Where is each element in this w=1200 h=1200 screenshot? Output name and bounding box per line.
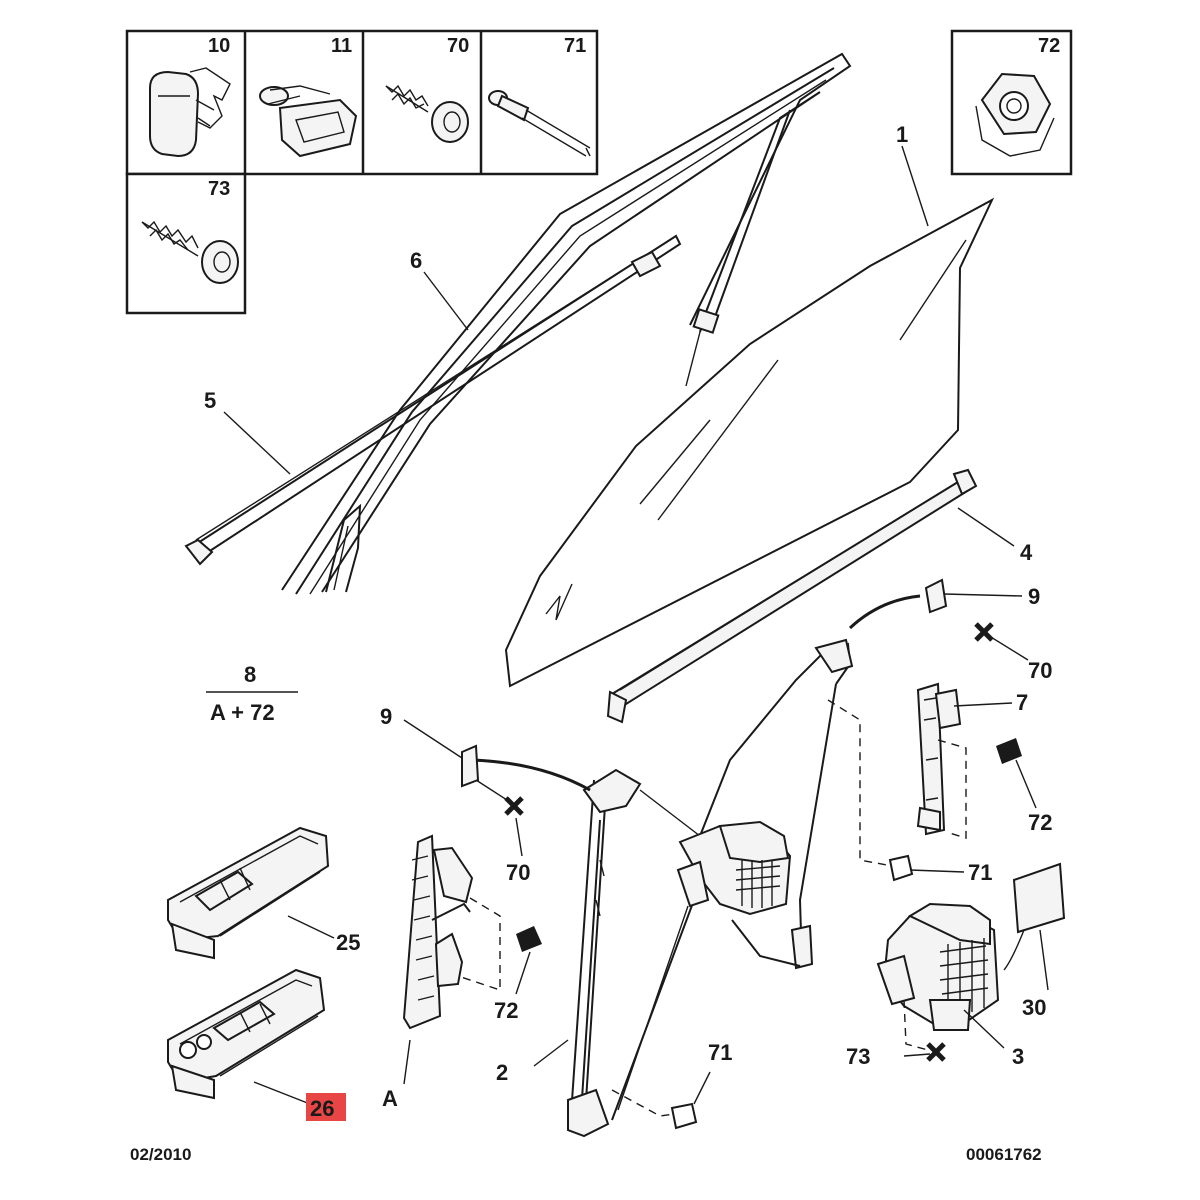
rear-rail-part [916,682,962,836]
outer-strip-part [184,234,682,566]
box-label-71: 71 [564,35,586,57]
clip-9-lower-part [461,744,480,788]
screw-73-icon [141,220,239,284]
callout-kit-formula: A + 72 [210,700,275,725]
callout-regulator-a: A [382,1086,398,1111]
callout-clip-lower: 9 [380,704,392,729]
leader-lines [206,145,1049,1105]
switch-26-part [167,968,326,1100]
callout-switch-small: 25 [336,930,360,955]
callout-rivet-lower: 71 [708,1040,732,1065]
footer-reference: 00061762 [966,1145,1042,1164]
box-label-70: 70 [447,35,469,57]
callout-window-channel: 6 [410,248,422,273]
box-label-72: 72 [1038,35,1060,57]
switch-25-part [167,826,330,960]
callout-nut-lower: 72 [494,998,518,1023]
callout-screw-lower: 70 [506,860,530,885]
callout-kit-number: 8 [244,662,256,687]
pad-30-part [1003,862,1066,971]
callout-rivet-upper: 71 [968,860,992,885]
motor-3-part [876,902,1000,1031]
callout-switch-large: 26 [310,1096,334,1121]
clip-9-upper-part [848,578,948,630]
nut-72-icon [975,72,1055,157]
screw-70-upper-part [974,622,994,642]
footer-date: 02/2010 [130,1145,191,1164]
clip-11-icon [259,85,358,158]
callout-rear-rail: 7 [1016,690,1028,715]
window-channel-part [281,52,852,595]
regulator-2-part [469,638,854,1138]
nut-72-upper-part [996,738,1022,764]
clip-10-icon [149,67,231,158]
callout-screw-upper: 70 [1028,658,1052,683]
fastener-grid [125,29,1073,315]
box-label-73: 73 [208,178,230,200]
rivet-71-upper-part [888,854,914,882]
callout-clip-upper: 9 [1028,584,1040,609]
regulator-a-part [402,834,474,1030]
callout-glass: 1 [896,122,908,147]
sill-seal-part [606,468,978,724]
nut-72-lower-part [516,926,542,952]
assembly-lines [457,699,967,1117]
callout-outer-strip: 5 [204,388,216,413]
box-label-10: 10 [208,35,230,57]
screw-70-icon [385,84,469,143]
glass-part [504,197,995,688]
rivet-71-lower-part [670,1102,698,1130]
callout-left-regulator: 2 [496,1060,508,1085]
highlight-marker [306,1093,346,1121]
screw-73-part [926,1042,946,1062]
box-label-11: 11 [331,35,352,57]
rivet-71-icon [488,90,591,157]
callout-sill-seal: 4 [1020,540,1033,565]
callout-nut-upper: 72 [1028,810,1052,835]
callout-pad: 30 [1022,995,1046,1020]
motor-on-regulator-part [676,820,792,916]
callout-motor: 3 [1012,1044,1024,1069]
callout-motor-screw: 73 [846,1044,870,1069]
